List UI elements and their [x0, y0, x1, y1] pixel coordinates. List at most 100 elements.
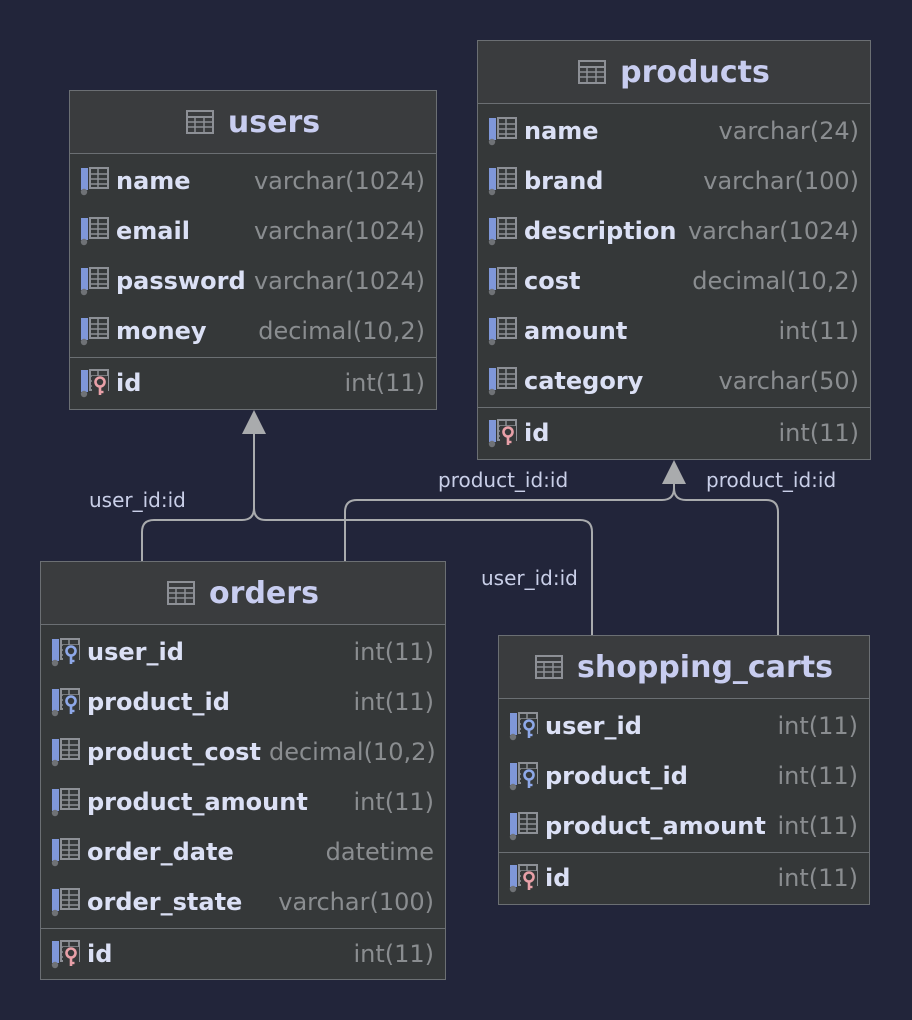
column-type: int(11) — [353, 788, 434, 816]
foreign-key-icon — [509, 711, 539, 741]
link-label-orders-products: product_id:id — [438, 468, 569, 492]
column-row[interactable]: product_id int(11) — [499, 751, 869, 801]
column-name: product_id — [87, 688, 230, 716]
column-icon — [51, 787, 81, 817]
foreign-key-icon — [51, 637, 81, 667]
foreign-key-icon — [509, 761, 539, 791]
column-name: money — [116, 317, 207, 345]
table-header[interactable]: shopping_carts — [499, 636, 869, 699]
link-products-from-carts — [673, 487, 779, 635]
column-name: category — [524, 367, 644, 395]
column-row[interactable]: cost decimal(10,2) — [478, 256, 870, 306]
column-icon — [509, 811, 539, 841]
table-name: shopping_carts — [577, 649, 833, 685]
table-name: orders — [209, 575, 319, 611]
column-row[interactable]: product_amount int(11) — [499, 801, 869, 851]
table-icon — [535, 655, 564, 679]
column-icon — [51, 887, 81, 917]
primary-key-icon — [509, 863, 539, 893]
column-name: product_amount — [545, 812, 766, 840]
column-type: decimal(10,2) — [692, 267, 859, 295]
primary-key-row[interactable]: id int(11) — [499, 853, 869, 903]
column-type: int(11) — [353, 638, 434, 666]
column-icon — [80, 316, 110, 346]
column-icon — [488, 266, 518, 296]
column-type: varchar(1024) — [253, 267, 425, 295]
column-icon — [80, 166, 110, 196]
column-name: email — [116, 217, 190, 245]
column-name: user_id — [545, 712, 642, 740]
column-type: varchar(1024) — [253, 217, 425, 245]
column-name: user_id — [87, 638, 184, 666]
column-icon — [51, 837, 81, 867]
column-icon — [488, 216, 518, 246]
column-type: decimal(10,2) — [268, 738, 436, 766]
primary-key-icon — [80, 368, 110, 398]
key-divider — [70, 357, 436, 358]
column-type: varchar(24) — [718, 117, 860, 145]
column-type: int(11) — [777, 812, 858, 840]
column-name: description — [524, 217, 677, 245]
key-divider — [41, 928, 445, 929]
table-icon — [185, 110, 214, 134]
column-name: order_state — [87, 888, 243, 916]
column-type: varchar(1024) — [687, 217, 859, 245]
link-users-to-carts — [253, 507, 593, 635]
column-icon — [80, 216, 110, 246]
column-row[interactable]: user_id int(11) — [41, 627, 445, 677]
primary-key-icon — [51, 939, 81, 969]
column-type: datetime — [325, 838, 434, 866]
column-name: id — [545, 864, 571, 892]
link-users-stem — [141, 432, 255, 561]
table-header[interactable]: users — [70, 91, 436, 154]
link-label-carts-users: user_id:id — [481, 566, 578, 590]
table-name: products — [620, 54, 770, 90]
table-header[interactable]: orders — [41, 562, 445, 625]
table-name: users — [227, 104, 321, 140]
column-type: varchar(100) — [278, 888, 434, 916]
column-row[interactable]: description varchar(1024) — [478, 206, 870, 256]
primary-key-icon — [488, 418, 518, 448]
column-type: int(11) — [778, 317, 859, 345]
column-row[interactable]: product_amount int(11) — [41, 777, 445, 827]
column-name: product_amount — [87, 788, 308, 816]
column-type: int(11) — [777, 762, 858, 790]
link-label-orders-users: user_id:id — [89, 488, 186, 512]
column-icon — [488, 116, 518, 146]
column-icon — [51, 737, 81, 767]
column-row[interactable]: order_state varchar(100) — [41, 877, 445, 927]
arrowhead-users — [242, 410, 266, 434]
column-icon — [488, 316, 518, 346]
column-type: int(11) — [344, 369, 425, 397]
column-name: product_id — [545, 762, 688, 790]
column-row[interactable]: email varchar(1024) — [70, 206, 436, 256]
table-icon — [578, 60, 607, 84]
table-header[interactable]: products — [478, 41, 870, 104]
column-icon — [488, 166, 518, 196]
column-type: int(11) — [777, 864, 858, 892]
column-name: cost — [524, 267, 581, 295]
